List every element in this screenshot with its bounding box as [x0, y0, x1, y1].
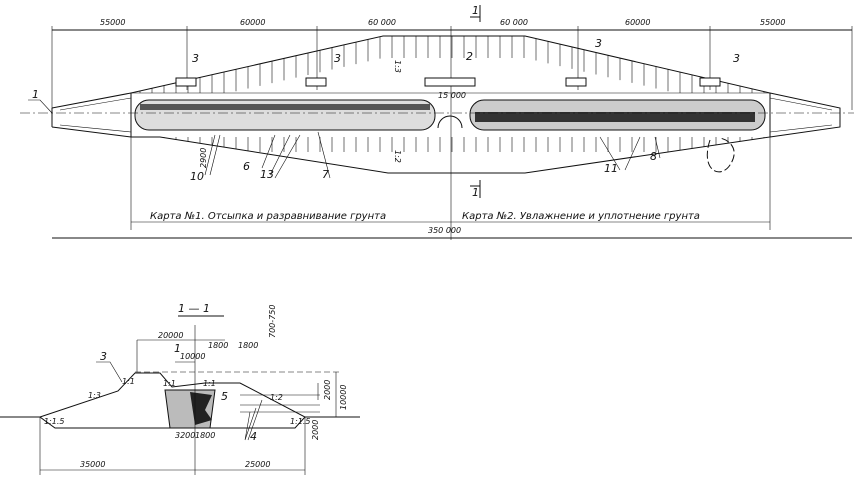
- slope-3: 1:1: [163, 379, 176, 388]
- callout-6: 6: [243, 160, 250, 173]
- end-cones: [51, 92, 841, 138]
- callout-2: 2: [466, 50, 473, 63]
- turn-arc: [437, 115, 463, 129]
- slope-top: 1:3: [393, 60, 402, 73]
- dim-core-a: 3200: [175, 431, 195, 440]
- center-width: 15 000: [438, 91, 466, 100]
- dim-h2000: 2000: [323, 380, 332, 400]
- dim-layer: 700-750: [268, 305, 277, 338]
- callout-10: 10: [190, 170, 204, 183]
- dim-top-6: 55000: [760, 18, 785, 27]
- turn-loop: [706, 137, 735, 173]
- dim-top-3: 60 000: [368, 18, 396, 27]
- slope-5: 1:2: [270, 393, 283, 402]
- slope-1: 1:3: [88, 391, 101, 400]
- embankment-section: [38, 372, 306, 429]
- map-1-label: Карта №1. Отсыпка и разравнивание грунта: [150, 211, 386, 222]
- callout-3c: 3: [595, 37, 602, 50]
- dim-1800a: 1800: [208, 341, 228, 350]
- callout-8: 8: [650, 150, 657, 163]
- dim-1800b: 1800: [238, 341, 258, 350]
- map-2-label: Карта №2. Увлажнение и уплотнение грунта: [462, 211, 700, 222]
- callout-1: 1: [32, 88, 39, 101]
- callout-10-dim: 2900: [199, 148, 208, 168]
- dim-top-1: 55000: [100, 18, 125, 27]
- callout-3b: 3: [334, 52, 341, 65]
- callout-3: 3: [100, 350, 107, 363]
- dim-top-2: 60000: [240, 18, 265, 27]
- callout-3d: 3: [733, 52, 740, 65]
- slope-bottom: 1:2: [393, 150, 402, 163]
- section-mark-bottom: 1: [472, 186, 479, 199]
- slope-hatching: [139, 36, 765, 152]
- dimension-ticks: [51, 26, 853, 240]
- dim-core-b: 1800: [195, 431, 215, 440]
- dim-top-4: 60 000: [500, 18, 528, 27]
- dim-base2000: 2000: [311, 420, 320, 440]
- callout-4: 4: [250, 430, 257, 443]
- slope-2: 1:1: [122, 377, 135, 386]
- dim-h10000: 10000: [339, 385, 348, 410]
- dim-crest: 20000: [158, 331, 183, 340]
- dim-left: 35000: [80, 460, 105, 469]
- callout-13: 13: [260, 168, 274, 181]
- section-title: 1 — 1: [178, 302, 210, 315]
- callout-5: 5: [221, 390, 228, 403]
- callout-1: 1: [174, 342, 181, 355]
- slope-7: 1:1.5: [290, 417, 311, 426]
- section-view: 1 — 1 20000 10000 1800 1800 700-750 2000…: [0, 302, 360, 475]
- callout-11: 11: [604, 162, 618, 175]
- embankment-outline: [130, 35, 771, 174]
- slope-6: 1:1.5: [44, 417, 65, 426]
- dim-right: 25000: [245, 460, 270, 469]
- callout-3a: 3: [192, 52, 199, 65]
- dim-half: 10000: [180, 352, 205, 361]
- total-length: 350 000: [428, 226, 461, 235]
- section-mark-top: 1: [472, 4, 479, 17]
- stations: [175, 77, 721, 87]
- callout-7: 7: [322, 168, 329, 181]
- plan-view: 55000 60000 60 000 60 000 60000 55000 1:…: [20, 4, 854, 240]
- slope-4: 1:1: [203, 379, 216, 388]
- dim-top-5: 60000: [625, 18, 650, 27]
